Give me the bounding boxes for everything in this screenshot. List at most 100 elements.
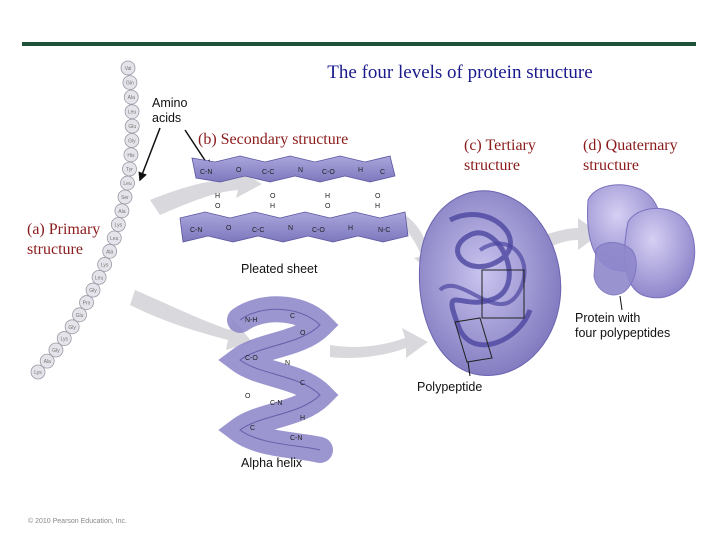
amino-acid-bead: [97, 257, 113, 272]
svg-text:O: O: [300, 330, 306, 337]
amino-acid-name: Leu: [128, 110, 137, 116]
svg-text:O: O: [375, 193, 381, 200]
amino-acid-bead: [123, 89, 139, 105]
amino-acid-name: Gln: [126, 81, 134, 87]
top-divider: [22, 42, 696, 46]
svg-text:O: O: [215, 203, 221, 210]
amino-acid-name: Val: [125, 66, 132, 72]
svg-text:O: O: [245, 393, 251, 400]
arrow-helix-to-tertiary: [330, 328, 428, 358]
protein-four-polypeptides-label: Protein with four polypeptides: [575, 311, 670, 341]
copyright-credit: © 2010 Pearson Education, Inc.: [28, 518, 127, 525]
amino-acid-bead: [39, 353, 55, 369]
amino-acid-bead: [122, 75, 138, 90]
arrow-tertiary-to-quaternary: [545, 218, 600, 250]
amino-acid-name: His: [127, 153, 135, 159]
svg-text:N: N: [285, 360, 290, 367]
amino-acids-label: Amino acids: [152, 96, 187, 126]
amino-acid-bead: [124, 104, 140, 120]
amino-acid-name: Leu: [95, 275, 104, 281]
svg-text:C-O: C-O: [245, 355, 258, 362]
amino-acid-name: Gly: [52, 348, 60, 354]
svg-text:O: O: [270, 193, 276, 200]
svg-text:C-C: C-C: [252, 227, 264, 234]
tertiary-structure-polypeptide: [418, 190, 562, 376]
amino-acid-name: Ala: [106, 249, 113, 255]
amino-acid-name: Glu: [76, 313, 84, 319]
svg-text:C-N: C-N: [270, 400, 282, 407]
svg-text:C: C: [380, 169, 385, 176]
amino-acid-name: Gly: [128, 138, 136, 144]
alpha-helix: N-HCO C-ONC OC-NH CC-N: [218, 296, 339, 463]
amino-acid-bead: [72, 307, 87, 323]
amino-acid-pointer: [138, 127, 161, 182]
tertiary-structure-label: (c) Tertiary structure: [464, 136, 536, 176]
amino-acid-name: Lys: [101, 262, 109, 268]
primary-structure-label: (a) Primary structure: [27, 220, 100, 260]
svg-text:H: H: [300, 415, 305, 422]
amino-acid-name: Tyr: [126, 167, 133, 173]
svg-text:C-N: C-N: [190, 227, 202, 234]
svg-text:O: O: [226, 225, 232, 232]
amino-acid-name: Ser: [121, 195, 129, 201]
amino-acid-name: Lys: [60, 337, 68, 343]
svg-text:N: N: [288, 225, 293, 232]
tertiary-label-line1: (c) Tertiary: [464, 137, 536, 154]
protein-label-line2: four polypeptides: [575, 326, 671, 340]
amino-acid-bead: [102, 243, 118, 259]
primary-label-line2: structure: [27, 241, 83, 258]
quaternary-structure-label: (d) Quaternary structure: [583, 136, 678, 176]
amino-acid-bead: [79, 295, 94, 310]
tertiary-label-line2: structure: [464, 157, 520, 174]
protein-label-line1: Protein with: [575, 311, 641, 325]
quaternary-label-line2: structure: [583, 157, 639, 174]
protein-pointer: [619, 295, 623, 311]
svg-text:O: O: [325, 203, 331, 210]
svg-text:O: O: [236, 167, 242, 174]
amino-acid-bead: [64, 319, 80, 335]
primary-amino-acid-chain: ValGlnAlaLeuGluGlyHisTyrLeuSerAlaLysLeuA…: [30, 60, 140, 380]
amino-acid-name: Ala: [128, 95, 135, 101]
svg-text:C-N: C-N: [200, 169, 212, 176]
amino-acid-bead: [114, 203, 130, 219]
amino-acid-bead: [56, 331, 72, 346]
page-title: The four levels of protein structure: [327, 62, 593, 83]
amino-acid-name: Pro: [83, 301, 91, 307]
amino-acid-name: Leu: [123, 181, 132, 187]
amino-acid-bead: [48, 342, 64, 358]
amino-acid-bead: [30, 364, 46, 380]
alpha-helix-label: Alpha helix: [241, 456, 303, 470]
svg-text:N: N: [298, 167, 303, 174]
svg-text:H: H: [348, 225, 353, 232]
amino-acid-name: Ala: [44, 359, 51, 365]
svg-text:C-O: C-O: [312, 227, 325, 234]
amino-acid-name: Glu: [128, 124, 136, 130]
arrow-primary-to-sheet: [150, 168, 262, 215]
svg-text:C-C: C-C: [262, 169, 274, 176]
amino-acid-name: Lys: [115, 222, 123, 228]
svg-text:N-H: N-H: [245, 317, 257, 324]
pleated-sheet-label: Pleated sheet: [241, 262, 318, 276]
quaternary-structure-protein: [586, 184, 696, 299]
primary-label-line1: (a) Primary: [27, 221, 101, 238]
amino-acid-name: Gly: [68, 325, 76, 331]
amino-acid-bead: [106, 230, 122, 246]
svg-text:H: H: [270, 203, 275, 210]
amino-acid-bead: [117, 189, 133, 205]
polypeptide-label: Polypeptide: [417, 380, 483, 394]
amino-acid-bead: [91, 269, 107, 285]
svg-text:C-O: C-O: [322, 169, 335, 176]
svg-text:C: C: [300, 380, 305, 387]
quaternary-label-line1: (d) Quaternary: [583, 137, 678, 154]
svg-text:H: H: [215, 193, 220, 200]
amino-acid-bead: [85, 282, 101, 298]
amino-acids-label-line1: Amino: [152, 96, 188, 110]
svg-text:N-C: N-C: [378, 227, 390, 234]
amino-acid-bead: [120, 60, 136, 76]
svg-text:H: H: [325, 193, 330, 200]
amino-acid-name: Leu: [110, 236, 119, 242]
svg-text:C: C: [250, 425, 255, 432]
polypeptide-pointer: [467, 361, 471, 377]
